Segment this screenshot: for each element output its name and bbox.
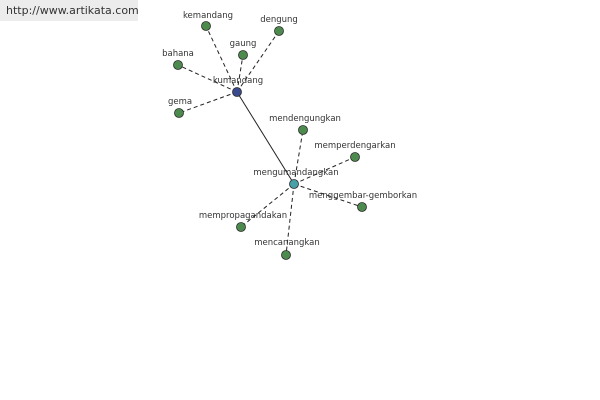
- node-label-mendengungkan: mendengungkan: [269, 114, 341, 124]
- node-label-menggembar-gemborkan: menggembar-gemborkan: [309, 191, 417, 201]
- node-label-gema: gema: [168, 97, 192, 107]
- leaf-node-dengung[interactable]: [274, 26, 284, 36]
- leaf-node-menggembar-gemborkan[interactable]: [357, 202, 367, 212]
- synonym-edge-gema: [178, 91, 238, 114]
- synonym-edge-mencanangkan: [285, 183, 295, 256]
- node-label-mencanangkan: mencanangkan: [254, 238, 320, 248]
- hub-node-mengumandangkan[interactable]: [289, 179, 299, 189]
- leaf-node-bahana[interactable]: [173, 60, 183, 70]
- leaf-node-mendengungkan[interactable]: [298, 125, 308, 135]
- watermark-bar: http://www.artikata.com: [0, 0, 139, 21]
- leaf-node-mencanangkan[interactable]: [281, 250, 291, 260]
- graph-nodes: [173, 21, 367, 260]
- leaf-node-gaung[interactable]: [238, 50, 248, 60]
- node-label-mengumandangkan: mengumandangkan: [253, 168, 338, 178]
- leaf-node-mempropagandakan[interactable]: [236, 222, 246, 232]
- synonym-edge-mempropagandakan: [240, 183, 295, 228]
- synonym-edge-mendengungkan: [293, 129, 304, 185]
- synonym-edge-menggembar-gemborkan: [293, 183, 363, 208]
- synonym-edge-bahana: [177, 64, 238, 93]
- synonym-edge-dengung: [236, 30, 280, 93]
- leaf-node-gema[interactable]: [174, 108, 184, 118]
- node-label-gaung: gaung: [230, 39, 257, 49]
- node-label-kemandang: kemandang: [183, 11, 233, 21]
- graph-edges: [177, 25, 363, 256]
- node-label-kumandang: kumandang: [213, 76, 263, 86]
- graph-labels: kemandang dengung gaung bahana gema mendengun…: [162, 11, 417, 248]
- node-label-dengung: dengung: [260, 15, 298, 25]
- synonym-edge-kemandang: [205, 25, 238, 93]
- leaf-node-kemandang[interactable]: [201, 21, 211, 31]
- node-label-mempropagandakan: mempropagandakan: [199, 211, 287, 221]
- hub-node-kumandang[interactable]: [232, 87, 242, 97]
- node-label-bahana: bahana: [162, 49, 194, 59]
- leaf-node-memperdengarkan[interactable]: [350, 152, 360, 162]
- watermark-url[interactable]: http://www.artikata.com: [6, 4, 139, 17]
- node-label-memperdengarkan: memperdengarkan: [314, 141, 395, 151]
- synonym-edge-gaung: [236, 54, 244, 93]
- hub-link-edge: [236, 91, 295, 185]
